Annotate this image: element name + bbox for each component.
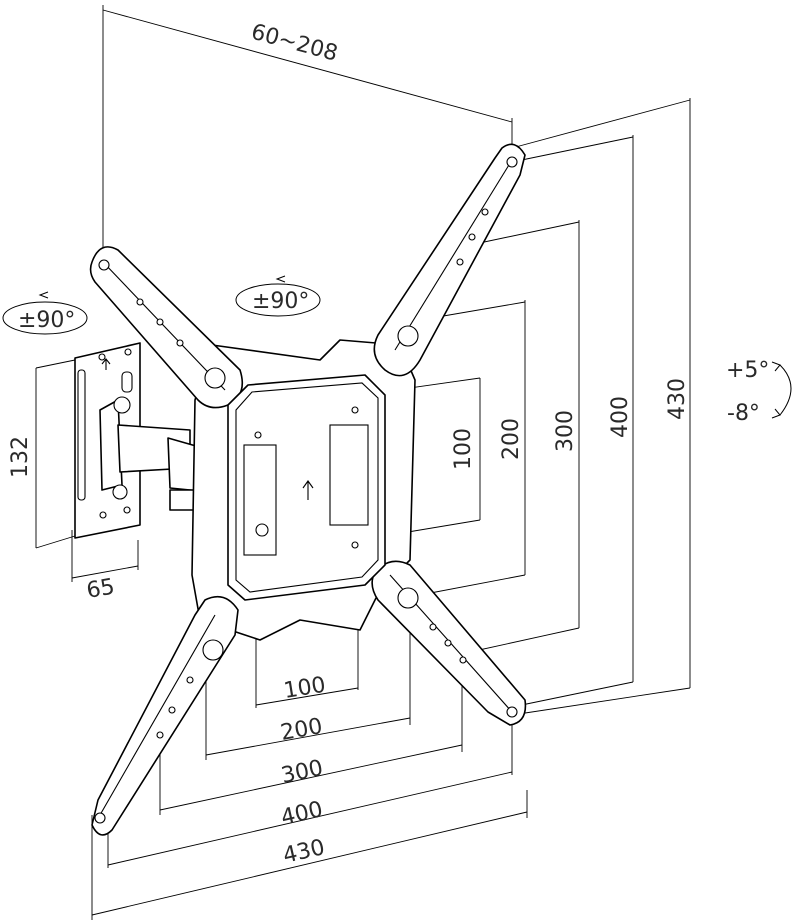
vesa-arm-bottom-right	[371, 560, 527, 726]
tilt-up-label: +5°	[726, 358, 769, 383]
vertical-200-label: 200	[499, 418, 524, 460]
vertical-430-label: 430	[665, 378, 690, 420]
wall-plate-height-label: 132	[8, 436, 33, 478]
swivel-center-label: ±90°	[252, 289, 309, 314]
vertical-400-label: 400	[608, 396, 633, 438]
center-plate	[227, 374, 386, 601]
rotate-arrow-icon	[235, 283, 321, 317]
horizontal-430-label: 430	[281, 835, 328, 869]
wall-plate-width-label: 65	[85, 574, 117, 603]
up-arrow-icon	[101, 358, 111, 370]
labels: 60~208 ±90° ±90° +5° -8° 132 65 100 200 …	[8, 20, 769, 869]
swivel-left-indicator	[2, 291, 88, 335]
vesa-arm-bottom-left	[91, 595, 239, 836]
tilt-down-label: -8°	[727, 401, 760, 426]
depth-label: 60~208	[248, 20, 340, 67]
horizontal-200-label: 200	[279, 714, 325, 746]
tilt-arc-icon	[779, 364, 792, 416]
horizontal-300-label: 300	[279, 756, 325, 789]
rotate-arrow-icon	[2, 301, 88, 335]
horizontal-400-label: 400	[279, 797, 326, 831]
swivel-center-indicator	[235, 275, 321, 317]
dimension-lines	[35, 5, 691, 920]
vesa-arm-top-right	[373, 143, 526, 377]
up-arrow-icon	[302, 480, 314, 500]
swivel-left-label: ±90°	[18, 308, 75, 333]
vertical-300-label: 300	[553, 410, 578, 452]
tilt-indicator	[771, 361, 792, 419]
horizontal-100-label: 100	[282, 673, 327, 704]
vertical-100-label: 100	[451, 428, 476, 470]
